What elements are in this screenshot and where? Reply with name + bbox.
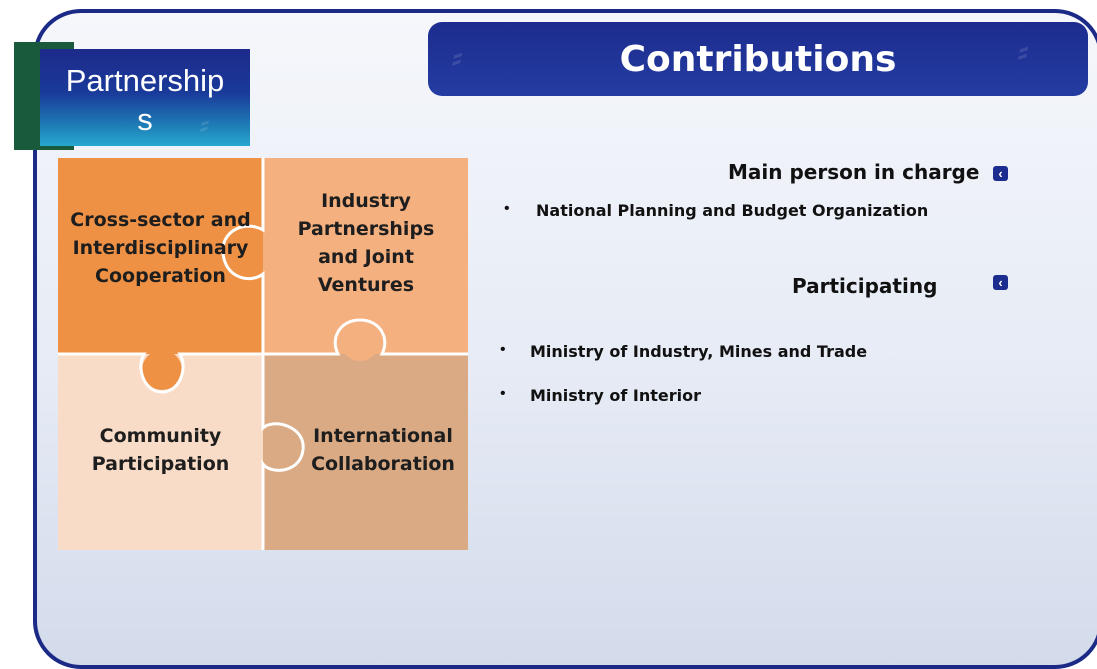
piece-text-line: Community <box>99 425 222 447</box>
piece-text-line: Interdisciplinary <box>72 237 249 259</box>
bullet: • <box>504 200 510 217</box>
chevron-left-icon: ‹ <box>993 166 1008 181</box>
swoosh-icon: ⸗ <box>452 40 462 75</box>
piece-text-line: Cross-sector and <box>70 209 251 231</box>
puzzle-graphic: Cross-sector and Interdisciplinary Coope… <box>58 158 468 550</box>
partnerships-tab: Partnership s ⸗ <box>40 49 250 146</box>
knob-left <box>222 233 262 273</box>
piece-text-line: Industry <box>321 190 411 212</box>
participating-item: Ministry of Industry, Mines and Trade <box>530 342 868 361</box>
tab-label-line2: s <box>137 102 153 137</box>
piece-text-line: Partnerships <box>297 218 435 240</box>
knob-bottom-right <box>263 429 303 469</box>
swoosh-icon: ⸗ <box>1018 34 1028 69</box>
bullet: • <box>500 341 506 358</box>
contributions-header: ⸗ Contributions ⸗ <box>428 22 1088 96</box>
piece-label-bottom-right: International Collaboration <box>298 422 468 478</box>
piece-text-line: Cooperation <box>95 265 226 287</box>
page-title: Contributions <box>619 38 897 80</box>
bullet: • <box>500 385 506 402</box>
piece-label-bottom-left: Community Participation <box>58 422 263 478</box>
piece-text-line: International <box>313 425 453 447</box>
piece-label-top-right: Industry Partnerships and Joint Ventures <box>276 187 456 299</box>
main-item: National Planning and Budget Organizatio… <box>536 201 929 220</box>
knob-left-bottom <box>142 350 182 390</box>
piece-label-top-left: Cross-sector and Interdisciplinary Coope… <box>58 206 263 290</box>
piece-text-line: and Joint <box>318 246 414 268</box>
participating-item: Ministry of Interior <box>530 386 701 405</box>
piece-text-line: Ventures <box>317 274 415 296</box>
chevron-left-icon: ‹ <box>993 275 1008 290</box>
puzzle-pieces <box>58 158 468 550</box>
swoosh-icon: ⸗ <box>200 109 209 139</box>
knob-top-right <box>340 321 380 361</box>
piece-text-line: Participation <box>91 453 230 475</box>
participating-heading: Participating <box>792 274 938 298</box>
main-person-heading: Main person in charge <box>728 160 980 184</box>
piece-text-line: Collaboration <box>311 453 455 475</box>
tab-label-line1: Partnership <box>65 63 225 98</box>
